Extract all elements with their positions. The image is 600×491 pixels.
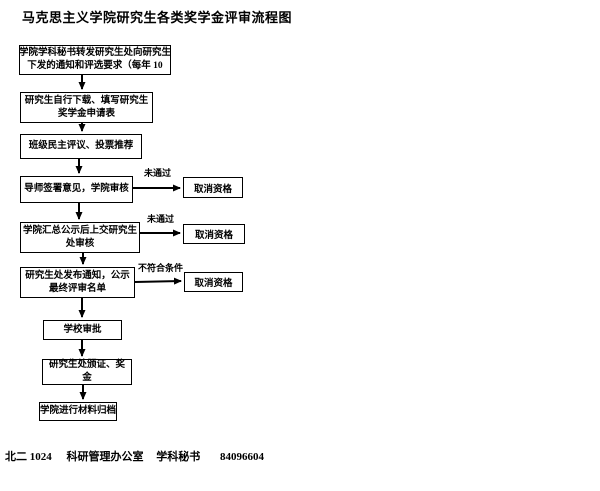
reject-label: 取消资格 — [194, 279, 233, 289]
step-text-line: 导师签署意见，学院审核 — [24, 184, 129, 194]
flow-step-school-approval: 学校审批 — [43, 320, 122, 340]
footer-contact-info: 北二 1024 科研管理办公室 学科秘书 84096604 — [5, 448, 264, 464]
edge-label-not-passed-2: 未通过 — [147, 214, 175, 224]
reject-box-3: 取消资格 — [184, 272, 243, 292]
flow-step-notice-forward: 学院学科秘书转发研究生处向研究生 下发的通知和评选要求（每年 10 — [19, 45, 171, 75]
arrow-step6-reject3 — [134, 277, 182, 285]
step-text-line: 研究生自行下载、填写研究生 — [24, 95, 149, 106]
step-text-line: 学院汇总公示后上交研究生 — [22, 225, 137, 236]
flow-step-download-form: 研究生自行下载、填写研究生 奖学金申请表 — [20, 92, 153, 123]
step-text-line: 学校审批 — [63, 324, 102, 335]
step-text-line: 金 — [82, 373, 92, 383]
step-text-line: 奖学金申请表 — [57, 108, 115, 119]
step-text-line: 学院进行材料归档 — [40, 406, 117, 416]
reject-box-1: 取消资格 — [183, 177, 243, 198]
flow-step-final-list: 研究生处发布通知，公示 最终评审名单 — [20, 267, 135, 298]
step-text-line: 处审核 — [65, 238, 95, 249]
flow-step-tutor-sign: 导师签署意见，学院审核 — [20, 176, 133, 203]
page-title: 马克思主义学院研究生各类奖学金评审流程图 — [22, 10, 293, 25]
edge-label-not-passed-1: 未通过 — [144, 168, 172, 178]
step-text-line: 班级民主评议、投票推荐 — [28, 141, 134, 151]
step-text-line: 研究生处颁证、奖 — [48, 360, 125, 370]
flow-step-college-publicity: 学院汇总公示后上交研究生 处审核 — [20, 222, 140, 253]
footer-room: 北二 1024 — [5, 451, 52, 463]
step-text-line: 下发的通知和评选要求（每年 10 — [27, 61, 163, 71]
flow-step-class-review: 班级民主评议、投票推荐 — [20, 134, 142, 159]
reject-box-2: 取消资格 — [183, 224, 245, 244]
reject-label: 取消资格 — [193, 184, 232, 195]
step-text-line: 研究生处发布通知，公示 — [25, 270, 130, 281]
edge-label-not-qualified: 不符合条件 — [138, 263, 184, 273]
step-text-line: 学院学科秘书转发研究生处向研究生 — [19, 48, 172, 58]
flow-step-award-issue: 研究生处颁证、奖 金 — [42, 359, 132, 385]
step-text-line: 最终评审名单 — [48, 283, 106, 294]
footer-role: 学科秘书 — [156, 451, 201, 463]
reject-label: 取消资格 — [194, 231, 233, 241]
footer-phone: 84096604 — [220, 451, 264, 463]
footer-office: 科研管理办公室 — [66, 451, 144, 463]
flow-step-archive: 学院进行材料归档 — [39, 402, 117, 421]
